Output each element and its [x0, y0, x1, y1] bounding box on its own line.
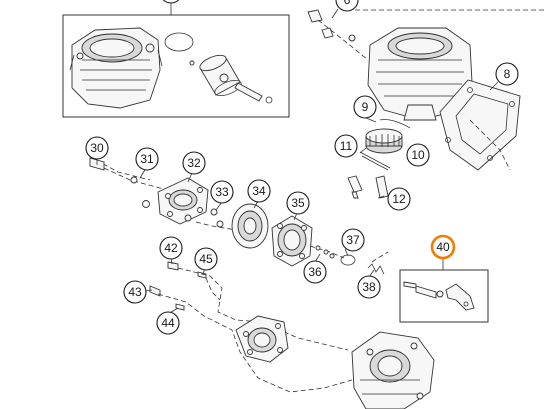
callout-34: 34 [247, 179, 271, 203]
callout-42: 42 [159, 236, 183, 260]
callout-label: 44 [161, 316, 175, 330]
callout-label: 40 [436, 240, 450, 254]
callout-label: 30 [90, 141, 104, 155]
cylinder-piston-inset [62, 2, 290, 118]
needle-bearing-drawing [365, 128, 403, 154]
callout-8: 8 [495, 62, 519, 86]
housing-drawing-35 [271, 215, 313, 267]
callout-label: 34 [252, 184, 266, 198]
callout-label: 9 [362, 100, 369, 114]
callout-12: 12 [387, 187, 411, 211]
callout-38: 38 [357, 275, 381, 299]
callout-label: 38 [362, 280, 376, 294]
o-ring-drawing [340, 254, 356, 266]
callout-36: 36 [303, 260, 327, 284]
pump-cover-drawing [235, 315, 289, 363]
callout-label: 36 [308, 265, 322, 279]
callout-label: 37 [346, 233, 360, 247]
callout-7: 7 [162, 0, 180, 4]
callout-35: 35 [286, 191, 310, 215]
callout-37: 37 [341, 228, 365, 252]
screw-drawing [184, 214, 192, 222]
cover-drawing-32 [157, 177, 209, 225]
callout-label: 45 [199, 252, 213, 266]
cylinder-head-drawing [351, 331, 435, 409]
callout-33: 33 [210, 180, 234, 204]
callout-10: 10 [406, 143, 430, 167]
callout-label: 42 [164, 241, 178, 255]
callout-label: 43 [128, 285, 142, 299]
callout-45: 45 [194, 247, 218, 271]
inset-frame-40 [399, 269, 489, 323]
spring-drawing-38 [367, 263, 385, 275]
bolt-drawing-42 [167, 261, 179, 271]
pin-clip-drawing [265, 96, 273, 104]
callout-6: 6 [335, 0, 359, 12]
cylinder-assembly-right [307, 9, 546, 199]
bolt-drawing-44 [175, 303, 185, 311]
callout-label: 10 [411, 148, 425, 162]
cylinder-gasket-drawing [439, 79, 521, 171]
callout-label: 31 [140, 152, 154, 166]
exhaust-control-parts [89, 157, 389, 275]
callout-43: 43 [123, 280, 147, 304]
callout-label: 12 [392, 192, 406, 206]
callout-label: 33 [215, 185, 229, 199]
cable-linkage-inset [399, 259, 489, 323]
callout-11: 11 [334, 134, 358, 158]
stud-drawing-2 [375, 175, 389, 199]
callout-31: 31 [135, 147, 159, 171]
stud-drawing [347, 175, 363, 199]
callout-44: 44 [156, 311, 180, 335]
cylinder-head-assembly [149, 261, 435, 409]
callout-9: 9 [353, 95, 377, 119]
spring-drawing-11 [359, 151, 391, 171]
piston-ring-drawing [164, 32, 194, 52]
diaphragm-drawing [231, 203, 269, 249]
cylinder-drawing [69, 27, 163, 109]
callout-label: 11 [340, 139, 353, 153]
piston-drawing [199, 54, 242, 97]
callout-label: 6 [344, 0, 351, 7]
piston-pin-drawing [234, 82, 263, 102]
callout-label: 35 [291, 196, 305, 210]
linkage-lever-drawing [445, 283, 475, 311]
bolt-drawing [307, 9, 323, 23]
callout-30: 30 [85, 136, 109, 160]
callout-40: 40 [430, 234, 456, 260]
spring-drawing-9 [379, 119, 411, 129]
callout-label: 32 [187, 156, 201, 170]
circlip-drawing [189, 60, 195, 66]
callout-32: 32 [182, 151, 206, 175]
callout-label: 8 [504, 67, 511, 81]
